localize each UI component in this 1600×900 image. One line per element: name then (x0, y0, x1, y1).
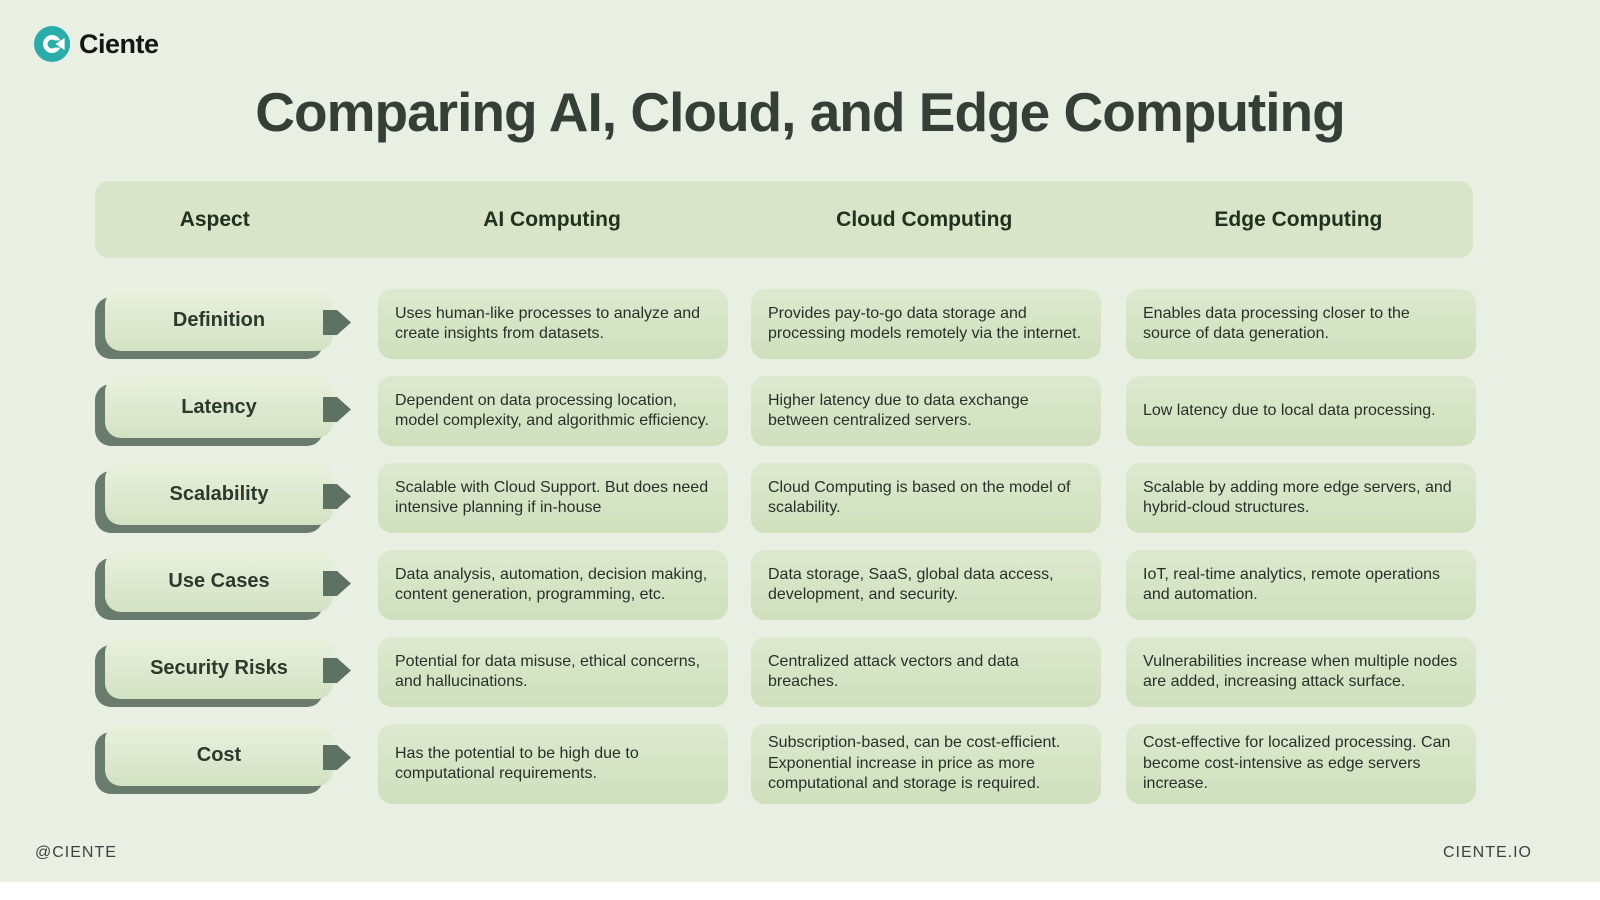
footer-handle: @CIENTE (35, 844, 117, 861)
cell-cost-ai: Has the potential to be high due to comp… (378, 724, 728, 804)
arrow-right-icon (323, 397, 351, 422)
ciente-c-icon (34, 26, 70, 62)
arrow-right-icon (323, 571, 351, 596)
table-row: Use Cases Data analysis, automation, dec… (95, 550, 1476, 620)
cell-security-risks-edge: Vulnerabilities increase when multiple n… (1126, 637, 1476, 707)
aspect-label-use-cases: Use Cases (95, 550, 351, 620)
aspect-card: Security Risks (105, 637, 333, 699)
comparison-table-body: Definition Uses human-like processes to … (95, 289, 1476, 821)
cell-definition-ai: Uses human-like processes to analyze and… (378, 289, 728, 359)
aspect-label-definition: Definition (95, 289, 351, 359)
bottom-white-strip (0, 882, 1600, 900)
arrow-right-icon (323, 658, 351, 683)
arrow-right-icon (323, 310, 351, 335)
arrow-right-icon (323, 745, 351, 770)
header-ai-computing: AI Computing (483, 207, 621, 231)
page-title: Comparing AI, Cloud, and Edge Computing (255, 81, 1345, 143)
cell-cost-cloud: Subscription-based, can be cost-efficien… (751, 724, 1101, 804)
brand-logo: Ciente (34, 26, 159, 62)
brand-name: Ciente (79, 28, 159, 59)
footer-site: CIENTE.IO (1442, 844, 1532, 861)
arrow-right-icon (323, 484, 351, 509)
table-row: Latency Dependent on data processing loc… (95, 376, 1476, 446)
cell-security-risks-ai: Potential for data misuse, ethical conce… (378, 637, 728, 707)
table-row: Security Risks Potential for data misuse… (95, 637, 1476, 707)
cell-latency-ai: Dependent on data processing location, m… (378, 376, 728, 446)
table-row: Scalability Scalable with Cloud Support.… (95, 463, 1476, 533)
aspect-card: Definition (105, 289, 333, 351)
table-row: Cost Has the potential to be high due to… (95, 724, 1476, 804)
cell-use-cases-cloud: Data storage, SaaS, global data access, … (751, 550, 1101, 620)
table-row: Definition Uses human-like processes to … (95, 289, 1476, 359)
header-cloud-computing: Cloud Computing (836, 207, 1013, 231)
aspect-label-latency: Latency (95, 376, 351, 446)
cell-scalability-cloud: Cloud Computing is based on the model of… (751, 463, 1101, 533)
header-aspect: Aspect (179, 207, 250, 231)
cell-cost-edge: Cost-effective for localized processing.… (1126, 724, 1476, 804)
aspect-card: Latency (105, 376, 333, 438)
cell-scalability-edge: Scalable by adding more edge servers, an… (1126, 463, 1476, 533)
cell-scalability-ai: Scalable with Cloud Support. But does ne… (378, 463, 728, 533)
cell-definition-cloud: Provides pay-to-go data storage and proc… (751, 289, 1101, 359)
cell-security-risks-cloud: Centralized attack vectors and data brea… (751, 637, 1101, 707)
aspect-card: Cost (105, 724, 333, 786)
aspect-label-scalability: Scalability (95, 463, 351, 533)
cell-latency-cloud: Higher latency due to data exchange betw… (751, 376, 1101, 446)
cell-definition-edge: Enables data processing closer to the so… (1126, 289, 1476, 359)
cell-latency-edge: Low latency due to local data processing… (1126, 376, 1476, 446)
cell-use-cases-edge: IoT, real-time analytics, remote operati… (1126, 550, 1476, 620)
aspect-card: Scalability (105, 463, 333, 525)
aspect-card: Use Cases (105, 550, 333, 612)
aspect-label-cost: Cost (95, 724, 351, 804)
header-edge-computing: Edge Computing (1214, 207, 1383, 231)
table-header-row: Aspect AI Computing Cloud Computing Edge… (95, 181, 1473, 258)
cell-use-cases-ai: Data analysis, automation, decision maki… (378, 550, 728, 620)
aspect-label-security-risks: Security Risks (95, 637, 351, 707)
